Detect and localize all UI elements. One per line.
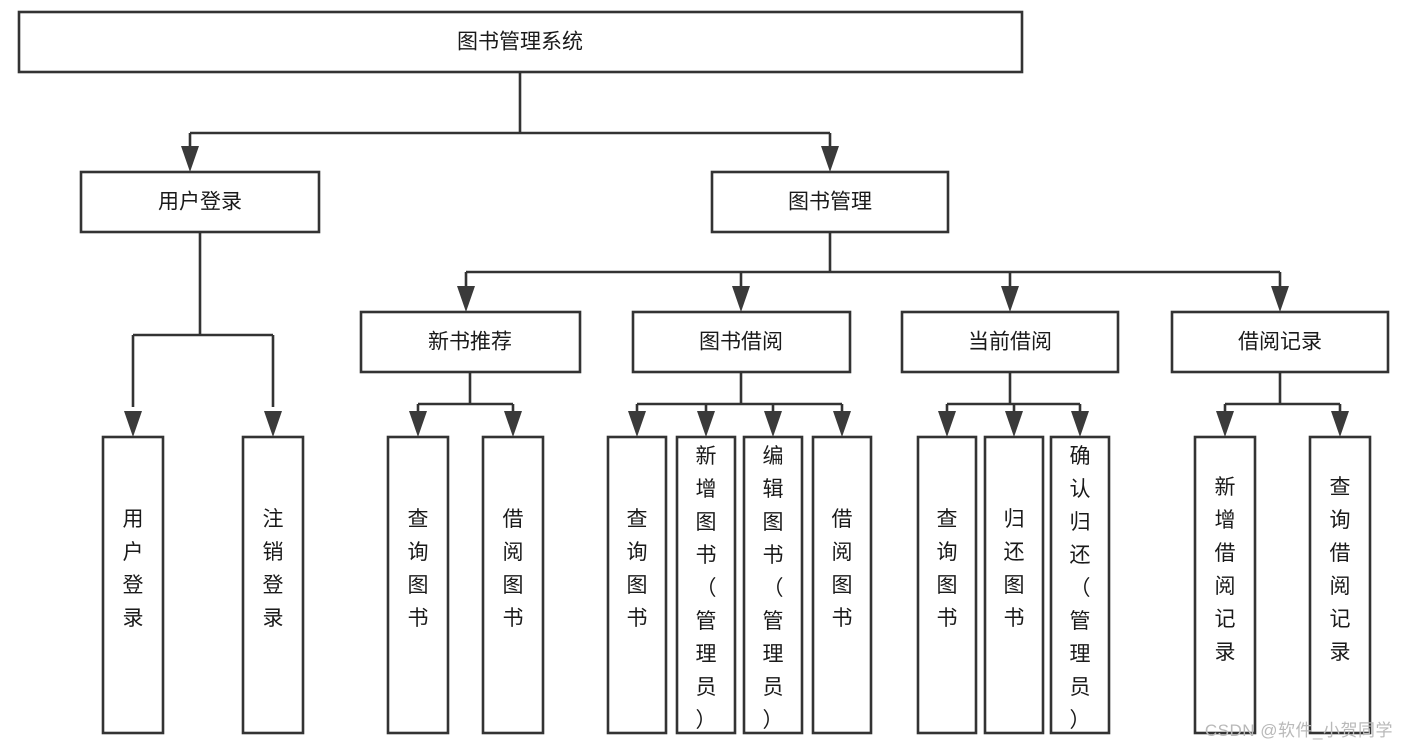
- csdn-watermark: CSDN @软件_小贺同学: [1204, 721, 1393, 740]
- node-leaf-user-login-box[interactable]: [101, 435, 165, 735]
- arrowhead-leaf-add-book: [697, 411, 715, 437]
- arrowhead-leaf-confirm-return: [1071, 411, 1089, 437]
- node-leaf-query-book-1-box[interactable]: [386, 435, 450, 735]
- arrowhead-book-borrow: [732, 286, 750, 312]
- arrowhead-group: [124, 146, 1349, 437]
- node-book-borrow-label: 图书借阅: [699, 331, 783, 354]
- node-user-login-label: 用户登录: [158, 191, 242, 214]
- node-leaf-query-book-3-label: 查询图书: [937, 508, 958, 630]
- node-leaf-user-login[interactable]: 用户登录: [101, 435, 165, 735]
- arrowhead-user-login: [181, 146, 199, 172]
- node-leaf-logout-login-label: 注销登录: [263, 508, 284, 630]
- node-book-borrow[interactable]: 图书借阅: [631, 310, 852, 374]
- arrowhead-leaf-add-borrow-record: [1216, 411, 1234, 437]
- node-leaf-return-book[interactable]: 归还图书: [983, 435, 1045, 735]
- node-leaf-borrow-book-1-box[interactable]: [481, 435, 545, 735]
- node-leaf-edit-book-label: 编辑图书（管理员）: [763, 445, 784, 732]
- node-leaf-add-borrow-record-label: 新增借阅记录: [1215, 476, 1236, 664]
- node-leaf-query-borrow-record[interactable]: 查询借阅记录: [1308, 435, 1372, 735]
- node-leaf-borrow-book-1[interactable]: 借阅图书: [481, 435, 545, 735]
- node-root-label: 图书管理系统: [457, 31, 583, 54]
- arrowhead-book-management: [821, 146, 839, 172]
- node-user-login-box[interactable]: [79, 170, 321, 234]
- node-leaf-query-book-2-label: 查询图书: [627, 508, 648, 630]
- node-leaf-query-book-3[interactable]: 查询图书: [916, 435, 978, 735]
- node-leaf-query-book-2-box[interactable]: [606, 435, 668, 735]
- arrowhead-leaf-query-borrow-record: [1331, 411, 1349, 437]
- node-leaf-add-book-label: 新增图书（管理员）: [696, 445, 717, 732]
- node-book-borrow-box[interactable]: [631, 310, 852, 374]
- node-current-borrow[interactable]: 当前借阅: [900, 310, 1120, 374]
- node-new-book-recommend-box[interactable]: [359, 310, 582, 374]
- node-leaf-confirm-return-label: 确认归还（管理员）: [1070, 445, 1091, 732]
- node-root-box[interactable]: [17, 10, 1024, 74]
- node-leaf-add-borrow-record[interactable]: 新增借阅记录: [1193, 435, 1257, 735]
- node-leaf-logout-login-box[interactable]: [241, 435, 305, 735]
- node-book-management-label: 图书管理: [788, 191, 872, 214]
- node-leaf-edit-book[interactable]: 编辑图书（管理员）: [742, 435, 804, 735]
- node-leaf-query-borrow-record-label: 查询借阅记录: [1330, 476, 1351, 664]
- node-leaf-borrow-book-2-box[interactable]: [811, 435, 873, 735]
- node-new-book-recommend-label: 新书推荐: [428, 331, 512, 354]
- node-root[interactable]: 图书管理系统: [17, 10, 1024, 74]
- node-leaf-edit-book-box[interactable]: [742, 435, 804, 735]
- node-leaf-return-book-box[interactable]: [983, 435, 1045, 735]
- node-leaf-borrow-book-2-label: 借阅图书: [832, 508, 853, 630]
- node-leaf-query-book-3-box[interactable]: [916, 435, 978, 735]
- node-book-management-box[interactable]: [710, 170, 950, 234]
- arrowhead-leaf-logout-login: [264, 411, 282, 437]
- arrowhead-leaf-return-book: [1005, 411, 1023, 437]
- node-leaf-user-login-label: 用户登录: [123, 508, 144, 630]
- node-leaf-borrow-book-2[interactable]: 借阅图书: [811, 435, 873, 735]
- node-borrow-record[interactable]: 借阅记录: [1170, 310, 1390, 374]
- node-current-borrow-box[interactable]: [900, 310, 1120, 374]
- node-current-borrow-label: 当前借阅: [968, 331, 1052, 354]
- node-book-management[interactable]: 图书管理: [710, 170, 950, 234]
- node-leaf-logout-login[interactable]: 注销登录: [241, 435, 305, 735]
- node-leaf-query-book-1[interactable]: 查询图书: [386, 435, 450, 735]
- arrowhead-leaf-query-book-3: [938, 411, 956, 437]
- arrowhead-leaf-borrow-book-1: [504, 411, 522, 437]
- node-leaf-return-book-label: 归还图书: [1004, 508, 1025, 630]
- arrowhead-current-borrow: [1001, 286, 1019, 312]
- node-leaf-add-borrow-record-box[interactable]: [1193, 435, 1257, 735]
- node-user-login[interactable]: 用户登录: [79, 170, 321, 234]
- node-leaf-query-book-2[interactable]: 查询图书: [606, 435, 668, 735]
- node-new-book-recommend[interactable]: 新书推荐: [359, 310, 582, 374]
- arrowhead-leaf-query-book-1: [409, 411, 427, 437]
- node-borrow-record-box[interactable]: [1170, 310, 1390, 374]
- arrowhead-new-book-recommend: [457, 286, 475, 312]
- node-leaf-add-book[interactable]: 新增图书（管理员）: [675, 435, 737, 735]
- arrowhead-leaf-query-book-2: [628, 411, 646, 437]
- node-leaf-query-book-1-label: 查询图书: [408, 508, 429, 630]
- arrowhead-leaf-borrow-book-2: [833, 411, 851, 437]
- node-leaf-add-book-box[interactable]: [675, 435, 737, 735]
- node-borrow-record-label: 借阅记录: [1238, 331, 1322, 354]
- arrowhead-leaf-user-login: [124, 411, 142, 437]
- arrowhead-borrow-record: [1271, 286, 1289, 312]
- node-leaf-confirm-return[interactable]: 确认归还（管理员）: [1049, 435, 1111, 735]
- node-leaf-query-borrow-record-box[interactable]: [1308, 435, 1372, 735]
- arrowhead-leaf-edit-book: [764, 411, 782, 437]
- node-leaf-confirm-return-box[interactable]: [1049, 435, 1111, 735]
- node-leaf-borrow-book-1-label: 借阅图书: [503, 508, 524, 630]
